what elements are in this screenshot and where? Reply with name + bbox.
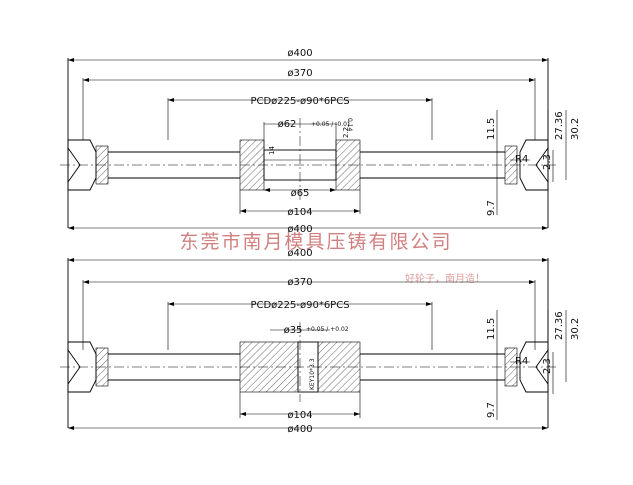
wheel-section-top xyxy=(60,118,556,200)
dim-outer-diameter-bottom: ø400 xyxy=(68,224,548,235)
dim-pcd: PCDø225-ø90*6PCS xyxy=(167,96,433,140)
dim-width-label-2: 11.5 xyxy=(486,318,497,340)
dim-thickness-a-label: 27.36 xyxy=(554,111,565,140)
dim-pcd-label: PCDø225-ø90*6PCS xyxy=(250,96,349,107)
dim-pcd-label-2: PCDø225-ø90*6PCS xyxy=(250,300,349,311)
dim-right-vertical: 11.5 9.7 27.36 30.2 2.3 R4 xyxy=(486,110,581,216)
dim-thickness-b-label: 30.2 xyxy=(570,118,581,140)
dim-outer-bottom-label-2: ø400 xyxy=(287,424,312,435)
dim-hub-label: ø104 xyxy=(287,207,312,218)
dim-outer-top-label-2: ø400 xyxy=(287,248,312,259)
dim-groove-label: ø370 xyxy=(287,68,312,79)
dim-step-label: 2.3 xyxy=(542,154,553,170)
watermark-company: 东莞市南月模具压铸有限公司 xyxy=(179,231,452,253)
dim-bore-label: ø62 xyxy=(278,119,297,130)
dim-outer-diameter-top: ø400 xyxy=(68,48,548,62)
dim-step-label-2: 2.3 xyxy=(542,358,553,374)
dim-right-vertical-2: 11.5 9.7 27.36 30.2 2.3 R4 xyxy=(486,310,581,420)
dim-rim-label: 9.7 xyxy=(486,200,497,216)
dim-groove-diameter: ø370 xyxy=(82,68,536,140)
dim-groove-diameter-2: ø370 xyxy=(82,277,536,350)
dim-rim-label-2: 9.7 xyxy=(486,402,497,418)
dim-bore-label-2: ø35 xyxy=(284,325,303,336)
dim-bore-tolerance-2: +0.05 / +0.02 xyxy=(306,326,349,333)
watermark: 东莞市南月模具压铸有限公司 好轮子，南月造！ xyxy=(179,231,485,285)
dim-hub-step: 2.2 xyxy=(342,127,350,138)
dim-hub-label-2: ø104 xyxy=(287,410,312,421)
bottom-view: ø400 ø370 PCDø225-ø90*6PCS ø35 +0.05 / +… xyxy=(60,248,581,435)
dim-groove-label-2: ø370 xyxy=(287,277,312,288)
watermark-slogan: 好轮子，南月造！ xyxy=(405,272,485,285)
dim-outer-diameter-top-2: ø400 xyxy=(68,248,548,262)
dim-bore-inner: ø65 xyxy=(264,188,336,199)
dim-thickness-b-label-2: 30.2 xyxy=(570,318,581,340)
dim-hub-diameter: ø104 xyxy=(239,190,361,218)
top-view: ø400 ø370 PCDø225-ø90*6PCS ø62 +0.05 / -… xyxy=(60,48,581,235)
dim-outer-top-label: ø400 xyxy=(287,48,312,59)
dim-outer-diameter-bottom-2: ø400 xyxy=(68,424,548,435)
dim-radius-label-2: R4 xyxy=(515,356,528,367)
dim-key-label: KEY10*3.3 xyxy=(309,358,316,390)
dim-bore-tolerance: +0.05 / -0.01 xyxy=(311,121,351,128)
dim-hub-step-tolerance: 0.14 xyxy=(346,118,353,132)
dim-bore-inner-label: ø65 xyxy=(291,188,310,199)
dim-hub-diameter-2: ø104 xyxy=(239,392,361,421)
dim-thickness-a-label-2: 27.36 xyxy=(554,311,565,340)
dim-outer-bottom-label: ø400 xyxy=(287,224,312,235)
dim-width-label: 11.5 xyxy=(486,118,497,140)
wheel-section-bottom xyxy=(60,322,556,402)
dim-radius-label: R4 xyxy=(515,154,528,165)
dim-pcd-2: PCDø225-ø90*6PCS xyxy=(167,300,433,350)
